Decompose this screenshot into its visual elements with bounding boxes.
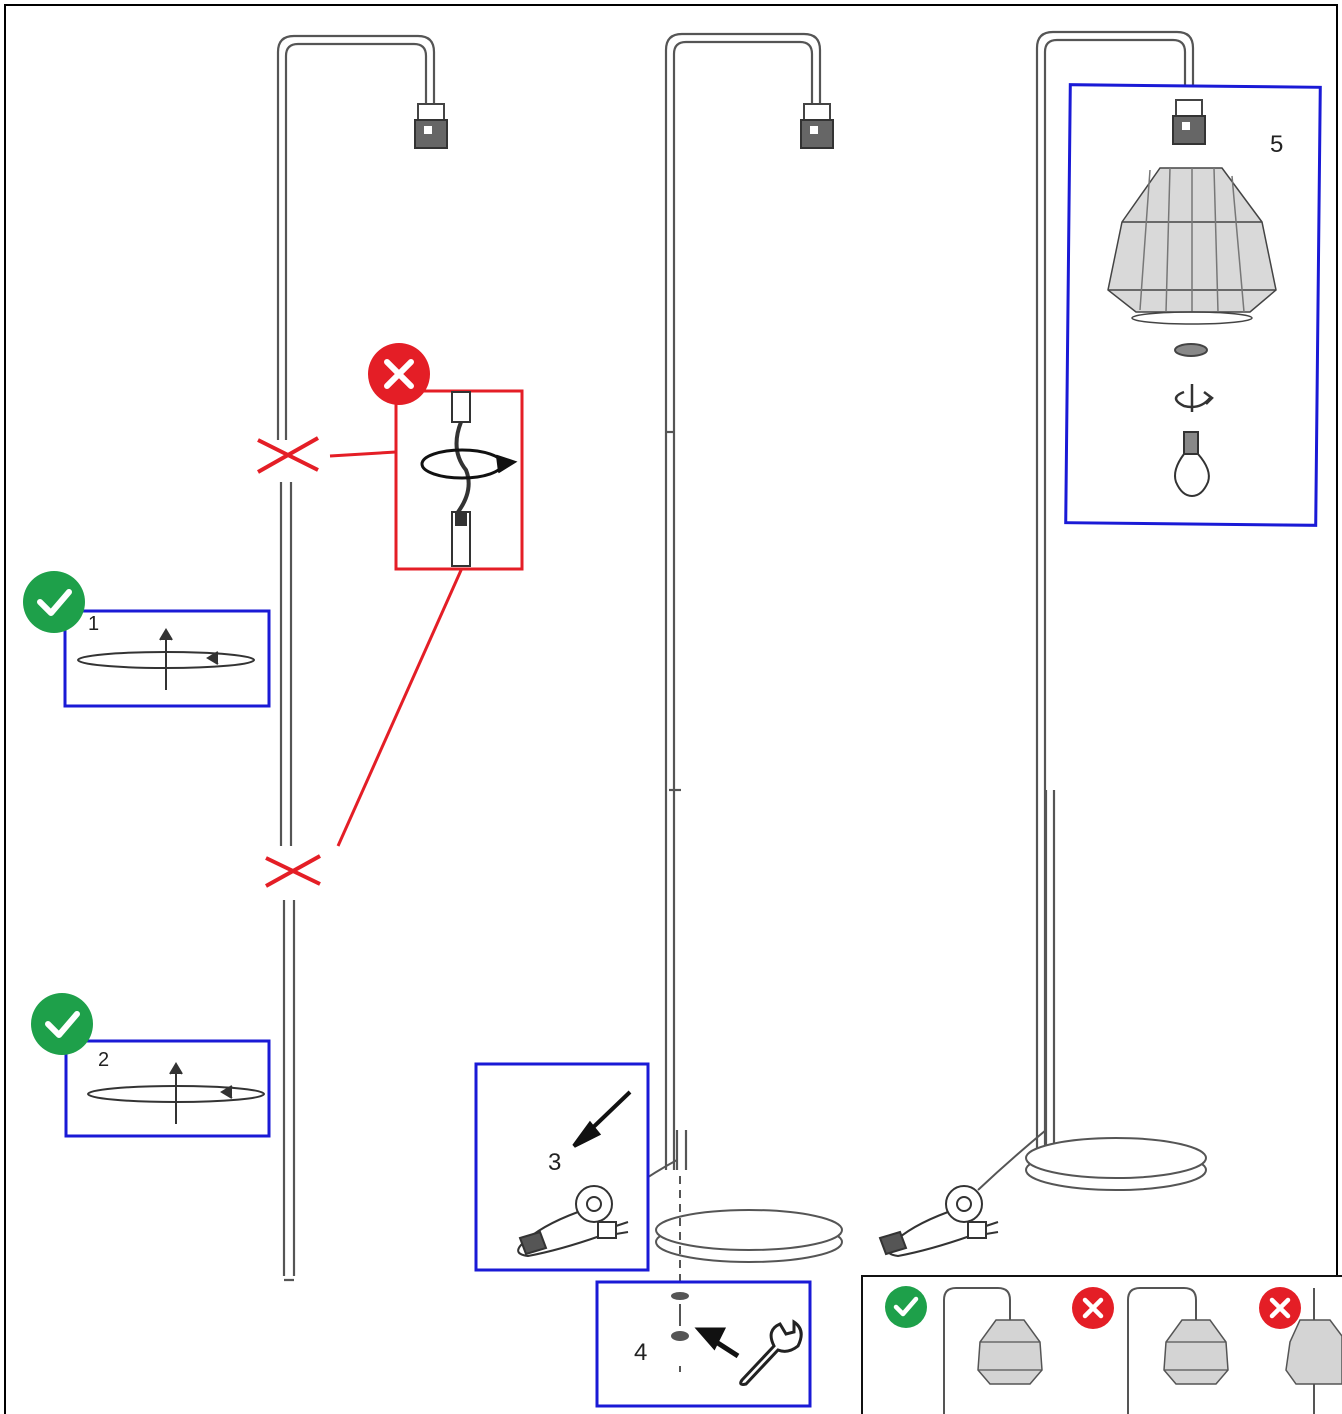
step-1-label: 1 xyxy=(88,613,99,635)
step-2-rotation-symbol xyxy=(87,1062,265,1124)
comparison-wrong-1 xyxy=(1127,1287,1229,1414)
step-2-label: 2 xyxy=(98,1049,109,1071)
step-1-rotation-symbol xyxy=(77,628,255,690)
lamp-2 xyxy=(664,32,822,1170)
lamp-2-socket xyxy=(800,103,834,149)
lamp-3-socket xyxy=(1172,99,1206,145)
lamp-1-arc-inner xyxy=(284,42,428,440)
step-3-box xyxy=(474,1062,650,1272)
cross-mark-lower xyxy=(265,854,321,888)
plug-icon xyxy=(878,1185,999,1258)
lamp-3-cable xyxy=(977,1129,1047,1191)
light-bulb-icon xyxy=(1174,431,1210,498)
plug-icon xyxy=(517,1185,629,1258)
cross-icon xyxy=(1259,1287,1301,1329)
lamp-3 xyxy=(1035,30,1195,1160)
check-icon xyxy=(23,571,85,633)
lamp-3-base xyxy=(1025,1137,1207,1191)
step-4-label: 4 xyxy=(634,1339,647,1366)
comparison-correct xyxy=(943,1287,1043,1414)
lamp-1 xyxy=(276,34,436,1282)
check-icon xyxy=(31,993,93,1055)
red-connector-bottom xyxy=(336,567,464,847)
lamp-1-arc xyxy=(276,34,436,440)
wrench-icon xyxy=(739,1319,803,1386)
twisted-cable-detail xyxy=(451,391,471,567)
outer-frame xyxy=(4,4,1338,1414)
cross-mark-upper xyxy=(257,436,319,474)
red-connector-top xyxy=(329,450,397,458)
lamp-1-mid-segment xyxy=(279,482,293,846)
rotate-arrow-icon xyxy=(1174,384,1214,412)
step-5-label: 5 xyxy=(1270,131,1283,158)
check-icon xyxy=(885,1286,927,1328)
cross-icon xyxy=(368,343,430,405)
comparison-wrong-2 xyxy=(1285,1288,1342,1414)
lamp-2-base xyxy=(655,1209,843,1263)
step-3-arrow xyxy=(572,1090,632,1148)
shade-ring xyxy=(1174,343,1208,357)
lamp-1-socket xyxy=(414,103,448,149)
step-4-box xyxy=(595,1280,812,1408)
step-4-washer xyxy=(671,1292,689,1372)
cross-icon xyxy=(1072,1287,1114,1329)
rotate-arrow-icon xyxy=(420,448,518,480)
step-4-arrow xyxy=(694,1327,740,1359)
step-3-label: 3 xyxy=(548,1149,561,1176)
lamp-1-low-segment xyxy=(282,900,296,1282)
lamp-shade-icon xyxy=(1107,167,1277,325)
